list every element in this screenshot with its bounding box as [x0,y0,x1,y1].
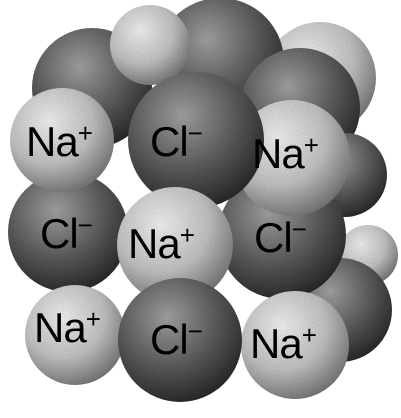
label-cl-top-center: Cl− [150,118,202,165]
label-na-bottom-left: Na+ [34,304,100,351]
sphere-cl-bottom-center [118,278,242,402]
sphere-cl-top-center [128,72,264,208]
label-na-center: Na+ [128,220,194,267]
sphere-na-bottom-left [25,285,125,385]
sphere-na-top-left [10,88,114,192]
label-cl-bottom-center: Cl− [150,316,202,363]
label-cl-mid-right: Cl− [254,214,306,261]
ion-labels: Na+ Cl− Na+ Cl− Na+ Cl− Na+ Cl− [26,118,319,367]
sphere-cl-mid-left [8,172,128,292]
sphere-na-center [117,187,233,303]
label-na-top-right: Na+ [252,130,318,177]
label-cl-mid-left: Cl− [40,210,92,257]
sphere-na-bottom-right [241,291,349,399]
label-na-bottom-right: Na+ [250,320,316,367]
label-na-top-left: Na+ [26,118,92,165]
atom-spheres [8,0,398,402]
back-sphere-na [110,5,190,85]
